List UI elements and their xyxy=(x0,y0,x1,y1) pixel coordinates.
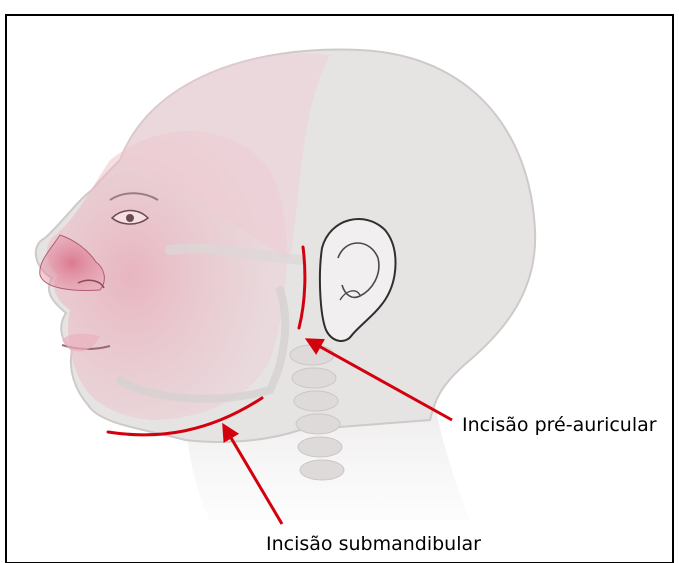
submandibular-label: Incisão submandibular xyxy=(266,535,481,554)
pre-auricular-label: Incisão pré-auricular xyxy=(462,416,657,435)
pupil xyxy=(126,214,134,222)
